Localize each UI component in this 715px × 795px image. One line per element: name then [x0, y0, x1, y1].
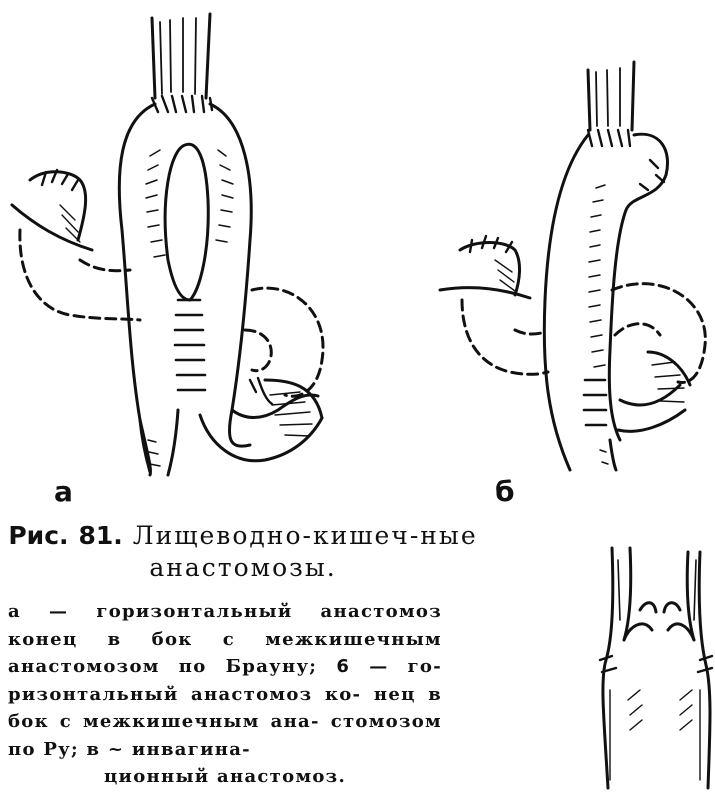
panel-a-drawing	[12, 14, 323, 475]
panel-v-drawing	[600, 548, 712, 788]
caption-figure-number: 81.	[78, 521, 122, 550]
caption-line-2: конец в бок с межкишечным	[8, 629, 442, 650]
caption-body: а — горизонтальный анастомоз конец в бок…	[8, 598, 442, 791]
panel-b-drawing	[440, 62, 705, 470]
panel-label-a: а	[54, 478, 73, 506]
caption-line-1: а — горизонтальный анастомоз	[8, 601, 442, 622]
caption-title-text: Лищеводно-кишеч-ные анастомозы.	[133, 521, 478, 582]
caption-panel-marker: 6	[336, 656, 350, 677]
caption-title: Рис. 81. Лищеводно-кишеч-ные анастомозы.	[8, 520, 478, 584]
caption-line-7: ционный анастомоз.	[8, 763, 442, 791]
caption-line-3b: — го-	[350, 656, 442, 677]
caption-line-3a: анастомозом по Брауну;	[8, 656, 336, 677]
panel-label-b: б	[495, 478, 515, 506]
caption-figure-prefix: Рис.	[8, 521, 68, 550]
caption-line-4: ризонтальный анастомоз ко-	[8, 684, 361, 705]
